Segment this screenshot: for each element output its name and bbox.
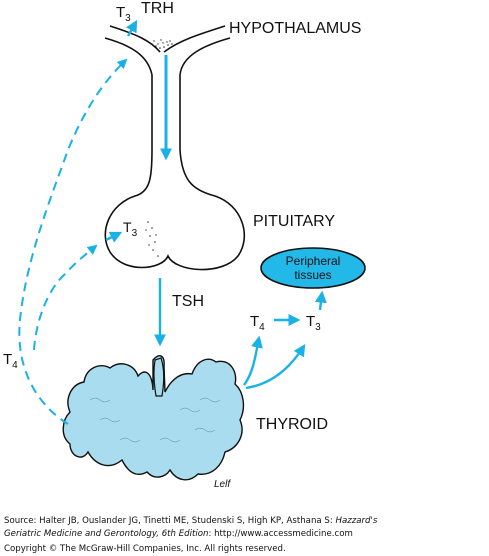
pituitary-shape bbox=[104, 149, 246, 271]
source-title-line2: Geriatric Medicine and Gerontology, 6th … bbox=[4, 529, 209, 539]
pituitary-label: PITUITARY bbox=[253, 213, 335, 230]
source-title-line1: Hazzard's bbox=[335, 516, 378, 526]
peripheral-tissues-ellipse bbox=[260, 247, 366, 289]
copyright-notice: Copyright © The McGraw-Hill Companies, I… bbox=[4, 544, 286, 554]
artist-signature: Lelf bbox=[214, 479, 231, 490]
copyright-text: Copyright © The McGraw-Hill Companies, I… bbox=[4, 544, 286, 554]
trh-label: TRH bbox=[141, 0, 174, 17]
hypothalamus-stipple bbox=[151, 39, 173, 49]
source-prefix: Source: Halter JB, Ouslander JG, Tinetti… bbox=[4, 516, 336, 526]
t3-right-label: T3 bbox=[306, 313, 321, 333]
source-citation: Source: Halter JB, Ouslander JG, Tinetti… bbox=[4, 516, 377, 526]
t3-pituitary-label: T3 bbox=[123, 219, 138, 239]
thyroid-axis-diagram: T3 TRH HYPOTHALAMUS PITUITARY T3 TSH Per… bbox=[3, 0, 366, 490]
source-citation-line2: Geriatric Medicine and Gerontology, 6th … bbox=[4, 529, 353, 539]
thyroid-isthmus bbox=[153, 357, 165, 397]
thyroid-texture bbox=[89, 397, 221, 443]
source-suffix: : http://www.accessmedicine.com bbox=[208, 529, 353, 539]
thyroid-to-t4-arrow bbox=[243, 335, 263, 386]
thyroid-to-t3-arrow bbox=[245, 343, 306, 390]
t3-local-pituitary-arrow bbox=[105, 231, 123, 243]
t4-left-label: T4 bbox=[3, 351, 18, 371]
feedback-to-pituitary-arrow bbox=[33, 244, 98, 351]
t3-top-label: T3 bbox=[116, 4, 131, 24]
t4-right-label: T4 bbox=[250, 313, 265, 333]
tissues-label: tissues bbox=[294, 268, 331, 282]
thyroid-shape bbox=[62, 355, 245, 481]
hypothalamus-label: HYPOTHALAMUS bbox=[229, 20, 361, 37]
feedback-to-hypothalamus-arrow bbox=[18, 58, 128, 425]
tsh-label: TSH bbox=[172, 293, 204, 310]
t3-local-hypothalamus-arrow bbox=[126, 19, 138, 37]
t3-to-peripheral-arrow bbox=[314, 290, 327, 311]
arrows-solid bbox=[105, 19, 327, 390]
thyroid-label: THYROID bbox=[256, 416, 328, 433]
peripheral-label: Peripheral bbox=[286, 254, 341, 268]
arrows-dashed bbox=[18, 58, 128, 425]
pituitary-stipple bbox=[145, 221, 159, 257]
hypothalamus-shape bbox=[104, 25, 231, 150]
